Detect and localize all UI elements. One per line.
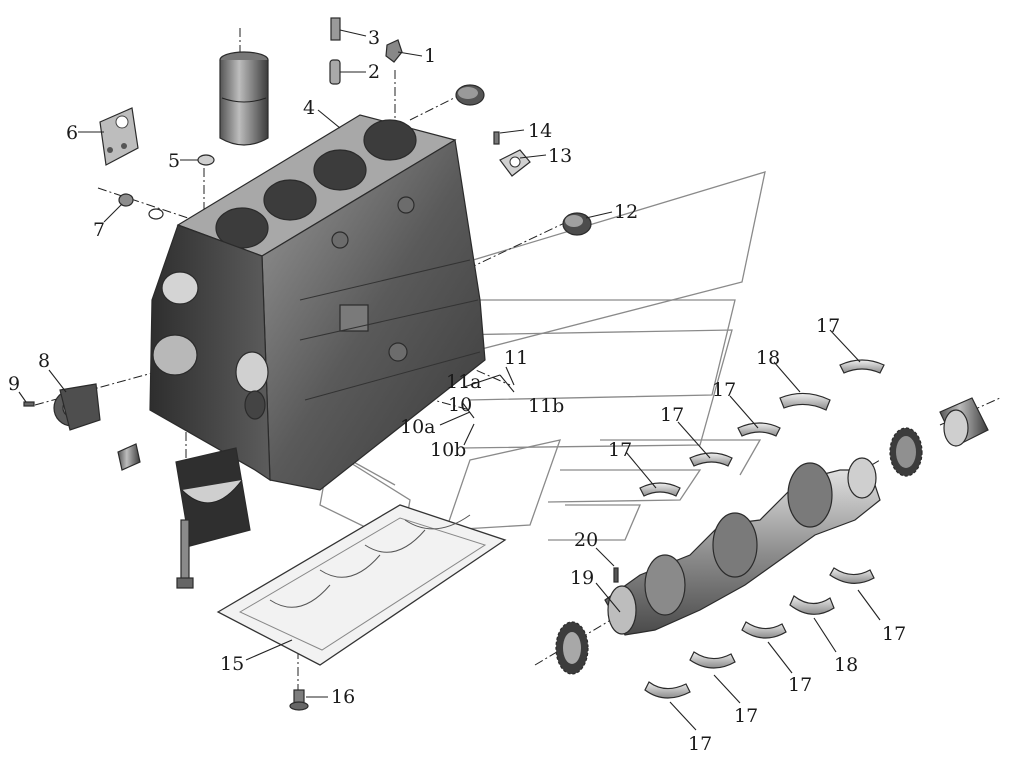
part-2-dowel	[329, 59, 341, 85]
part-16-bolt	[289, 689, 309, 711]
bearing-sleeve-left	[117, 443, 141, 471]
crankshaft-gear	[555, 621, 589, 675]
engine-block	[149, 114, 486, 491]
callout-17-c: 17	[660, 404, 684, 426]
callout-9: 9	[8, 373, 20, 395]
callout-13: 13	[548, 145, 572, 167]
callout-6: 6	[66, 122, 78, 144]
callout-10: 10	[448, 394, 472, 416]
callout-17-d: 17	[608, 439, 632, 461]
callout-17-e: 17	[882, 623, 906, 645]
part-9-pin	[23, 401, 35, 407]
part-15-gasket	[216, 504, 507, 666]
part-12-plug	[562, 212, 592, 236]
callout-17-b: 17	[712, 379, 736, 401]
leader-lines	[18, 29, 881, 731]
callout-2: 2	[368, 61, 380, 83]
callout-8: 8	[38, 350, 50, 372]
callout-5: 5	[168, 150, 180, 172]
callout-11b: 11b	[528, 395, 564, 417]
callout-1: 1	[424, 45, 436, 67]
bearing-sleeve-right	[939, 397, 989, 447]
watermark-logo-icon	[319, 171, 766, 546]
callout-11: 11	[504, 347, 528, 369]
callout-17-a: 17	[816, 315, 840, 337]
part-1-nozzle	[385, 39, 403, 63]
part-top-plug	[455, 84, 485, 106]
main-bearing-cap	[175, 447, 251, 547]
part-14-screw	[493, 131, 500, 145]
callout-7: 7	[93, 219, 105, 241]
callout-15: 15	[220, 653, 244, 675]
callout-18-a: 18	[756, 347, 780, 369]
cylinder-liner	[219, 51, 269, 146]
callout-labels: 1 2 3 4 5 6 7 8 9 10 10a 10b 11 11a 11b …	[8, 27, 906, 755]
callout-10a: 10a	[400, 416, 436, 438]
callout-17-g: 17	[734, 705, 758, 727]
callout-14: 14	[528, 120, 552, 142]
part-5-seal	[197, 154, 215, 166]
callout-4: 4	[303, 97, 315, 119]
upper-bearing-shells	[639, 359, 885, 497]
callout-19: 19	[570, 567, 594, 589]
crankshaft	[604, 457, 881, 636]
callout-12: 12	[614, 201, 638, 223]
part-13-gasket	[499, 149, 531, 177]
callout-17-h: 17	[688, 733, 712, 755]
callout-16: 16	[331, 686, 355, 708]
callout-11a: 11a	[446, 371, 482, 393]
callout-17-f: 17	[788, 674, 812, 696]
part-7-plug	[118, 193, 164, 220]
callout-10b: 10b	[430, 439, 466, 461]
callout-18-b: 18	[834, 654, 858, 676]
lower-bearing-shells	[644, 567, 875, 699]
part-20-key	[613, 567, 619, 583]
callout-20: 20	[574, 529, 598, 551]
timing-gear	[889, 427, 923, 477]
part-8-oil-pump	[53, 383, 101, 431]
main-bearing-bolt	[176, 519, 194, 589]
part-6-bracket	[99, 107, 139, 166]
callout-3: 3	[368, 27, 380, 49]
part-3-pin	[330, 17, 341, 41]
